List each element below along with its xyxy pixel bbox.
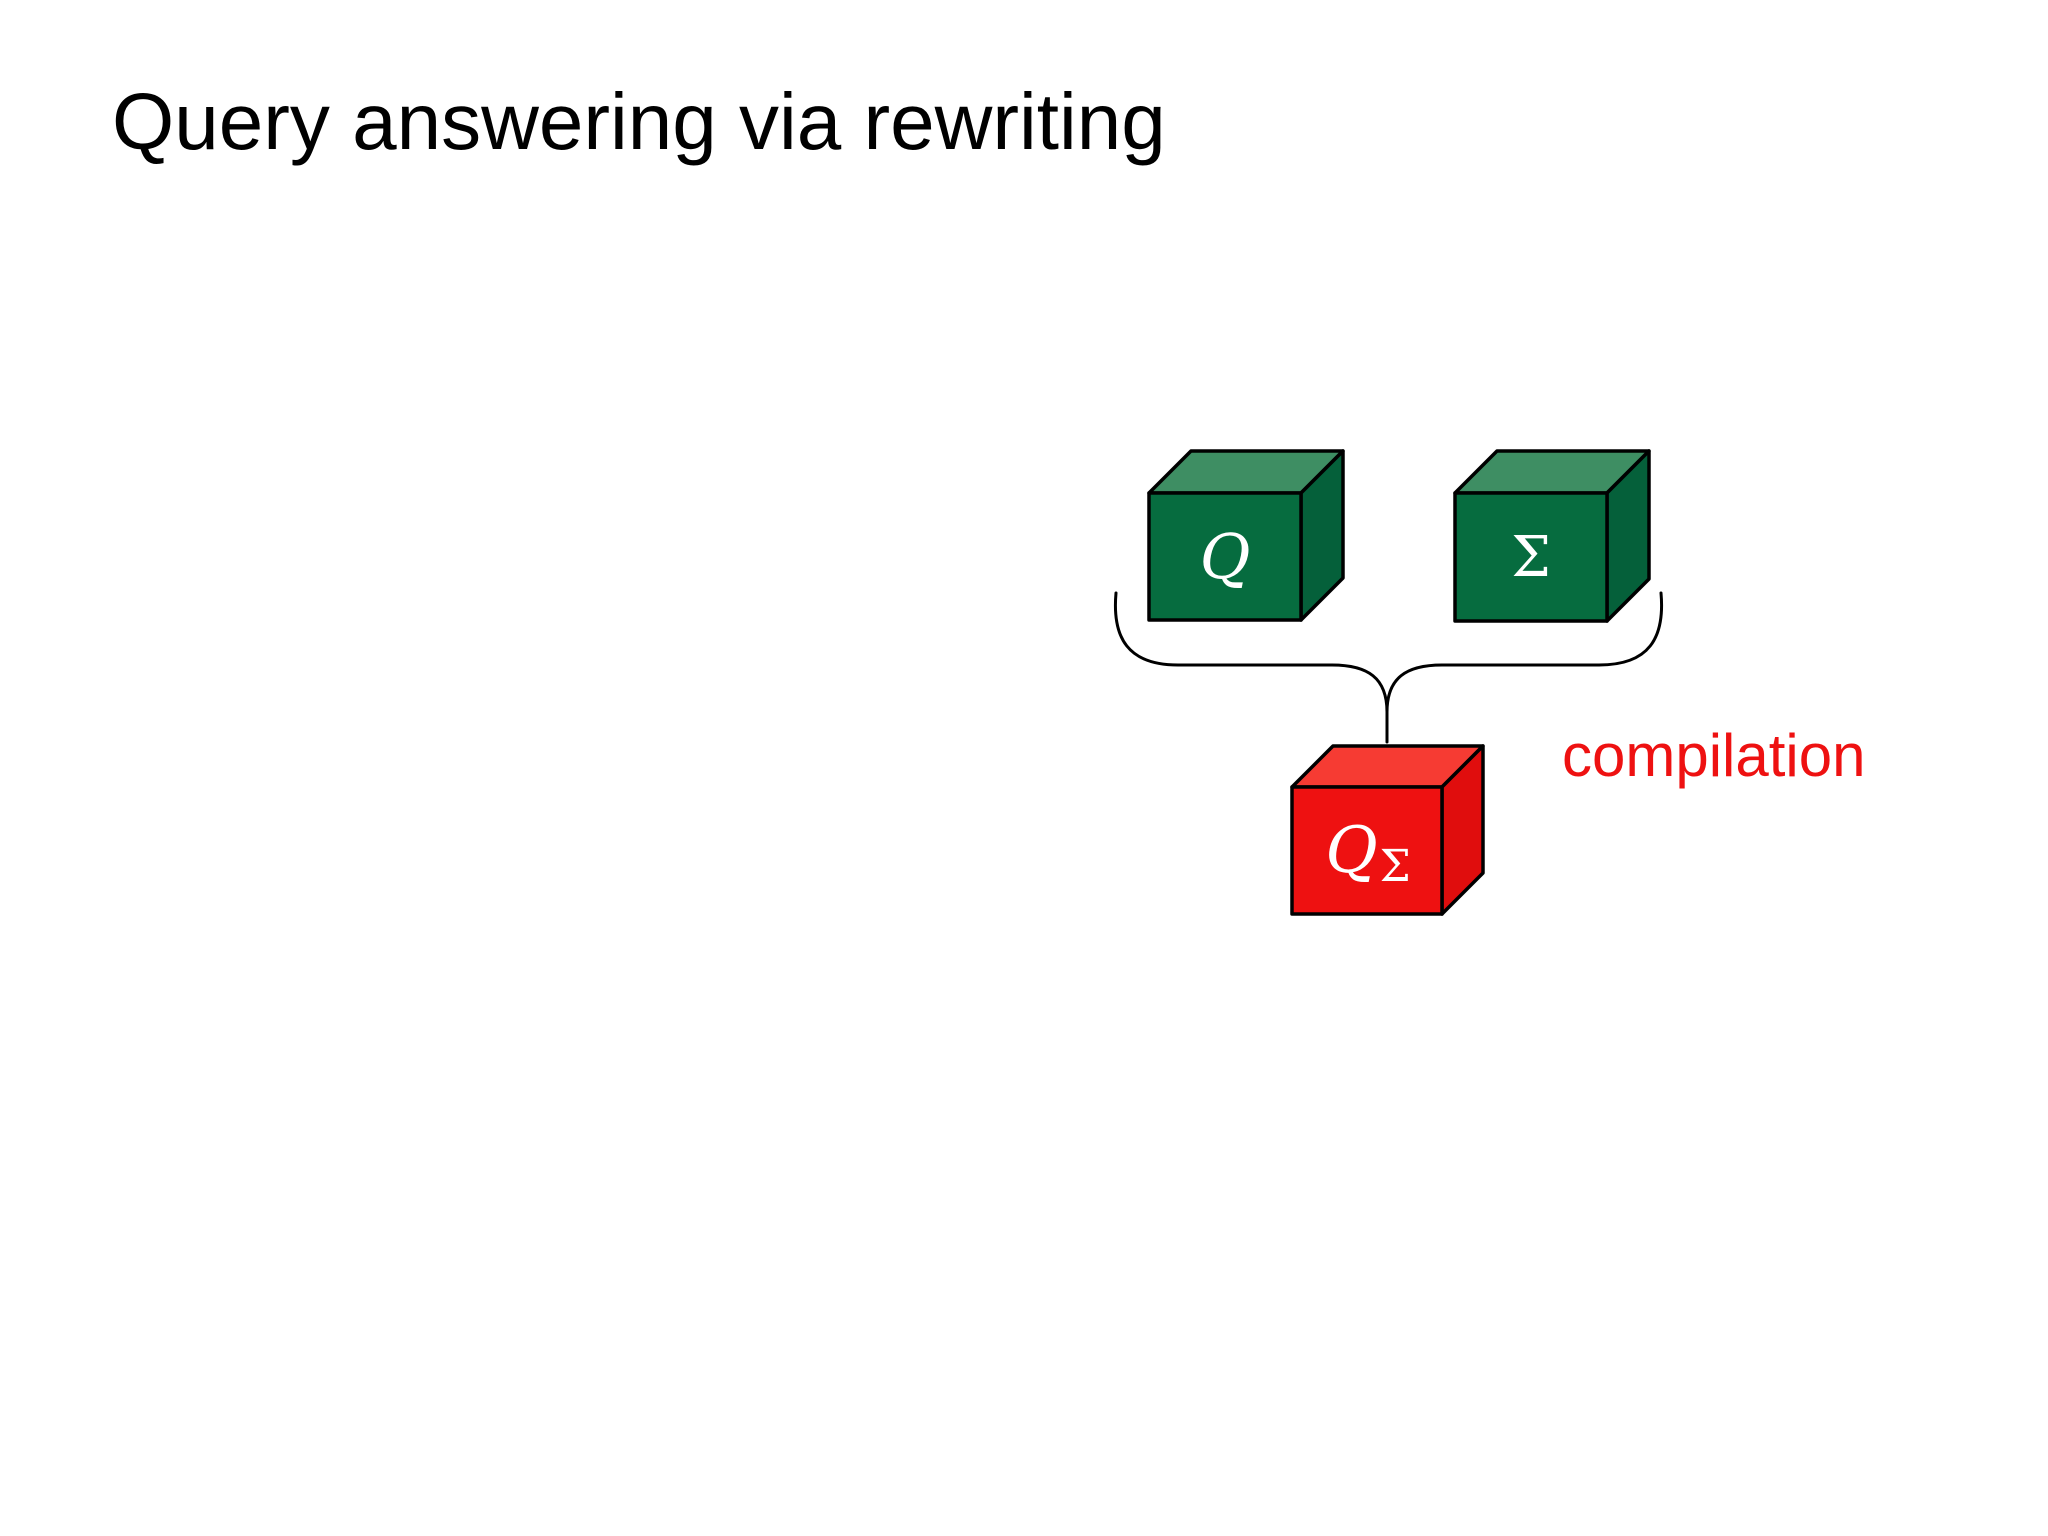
sigma-cube — [1453, 449, 1651, 623]
compilation-annotation: compilation — [1562, 722, 1866, 789]
compiled-query-cube — [1290, 744, 1485, 916]
query-cube-front-face — [1147, 491, 1303, 622]
query-cube — [1147, 449, 1345, 622]
compiled-cube-front-face — [1290, 785, 1444, 916]
slide-title: Query answering via rewriting — [112, 77, 1166, 166]
brace-connector — [1113, 591, 1664, 744]
sigma-cube-front-face — [1453, 491, 1609, 623]
